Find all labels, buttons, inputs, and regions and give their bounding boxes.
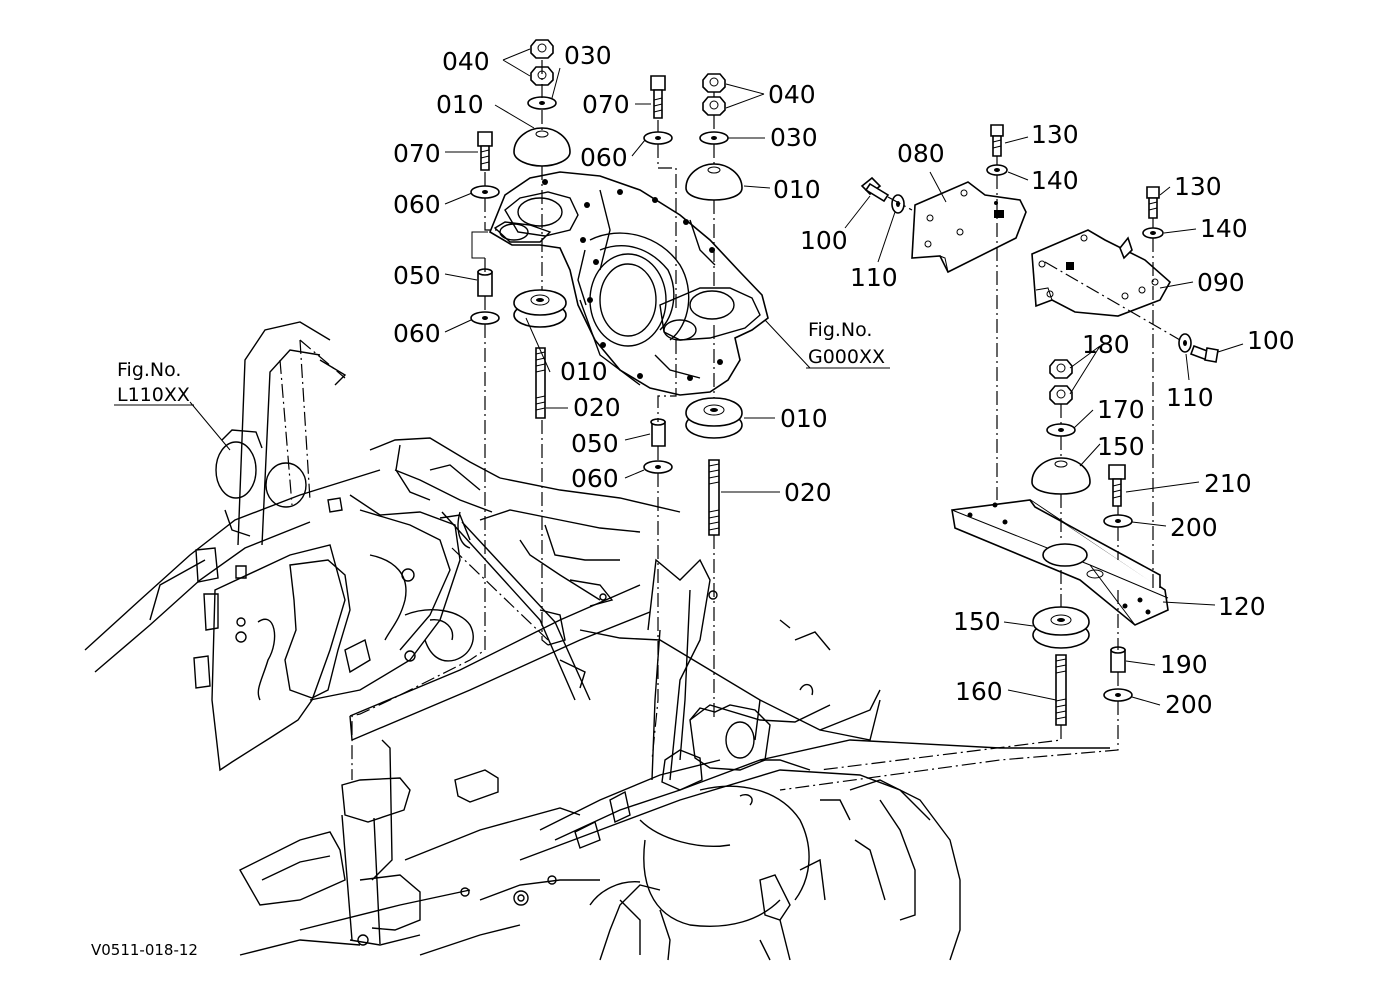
bolt-part	[990, 124, 1004, 157]
fig-ref-label: Fig.No.	[117, 359, 181, 381]
cushion-rubber-part	[685, 397, 743, 439]
callout-010-upper-left: 010	[436, 90, 484, 119]
callout-100-left: 100	[800, 226, 848, 255]
callout-200-upper: 200	[1170, 513, 1218, 542]
cushion-part	[685, 163, 743, 201]
callout-010-left-lower: 010	[560, 357, 608, 386]
callout-150-upper: 150	[1097, 432, 1145, 461]
callout-040-upper-right: 040	[768, 80, 816, 109]
callout-050-center: 050	[571, 429, 619, 458]
callout-080: 080	[897, 139, 945, 168]
callout-140-upper: 140	[1031, 166, 1079, 195]
callout-150-lower: 150	[953, 607, 1001, 636]
callout-110-left: 110	[850, 263, 898, 292]
callout-160: 160	[955, 677, 1003, 706]
bolt-part	[1146, 186, 1160, 219]
callout-040-upper-left: 040	[442, 47, 490, 76]
fig-ref-code: G000XX	[808, 346, 885, 368]
bolt-part	[650, 75, 666, 119]
callout-120: 120	[1218, 592, 1266, 621]
cushion-part	[1031, 457, 1091, 495]
callout-130-right: 130	[1174, 172, 1222, 201]
flywheel-housing-drawing	[488, 171, 769, 396]
cushion-part	[513, 127, 571, 167]
cushion-rubber-part	[513, 289, 567, 328]
figure-reference-g000xx: Fig.No. G000XX	[806, 319, 890, 369]
fig-ref-code: L110XX	[117, 384, 190, 406]
nut-part	[530, 39, 554, 86]
bracket-080-part	[911, 181, 1027, 274]
stud-bolt-part	[535, 347, 546, 419]
callout-140-right: 140	[1200, 214, 1248, 243]
callout-210: 210	[1204, 469, 1252, 498]
cushion-rubber-part	[1032, 606, 1090, 649]
drawing-code: V0511-018-12	[91, 941, 198, 959]
callout-200-lower: 200	[1165, 690, 1213, 719]
assembly-centerlines	[351, 60, 1181, 791]
bracket-090-part	[1031, 229, 1172, 317]
callout-060-center-lower: 060	[571, 464, 619, 493]
callout-090: 090	[1197, 268, 1245, 297]
exploded-parts	[470, 39, 1219, 726]
callout-060-center: 060	[580, 143, 628, 172]
callout-110-right: 110	[1166, 383, 1214, 412]
bolt-part	[477, 131, 493, 171]
callout-020-right: 020	[784, 478, 832, 507]
callout-030-upper-right: 030	[770, 123, 818, 152]
callout-030-upper-left: 030	[564, 41, 612, 70]
callout-100-right: 100	[1247, 326, 1295, 355]
callout-070-center: 070	[582, 90, 630, 119]
fig-ref-label: Fig.No.	[808, 319, 872, 341]
callout-060-left-lower: 060	[393, 319, 441, 348]
stud-bolt-part	[1055, 654, 1067, 726]
callout-010-upper-right: 010	[773, 175, 821, 204]
figure-reference-l110xx: Fig.No. L110XX	[114, 359, 194, 406]
callout-010-right-lower: 010	[780, 404, 828, 433]
callout-190: 190	[1160, 650, 1208, 679]
mount-plate-120-part	[951, 499, 1169, 626]
callout-130-upper: 130	[1031, 120, 1079, 149]
nut-part	[702, 73, 726, 116]
callout-050-left: 050	[393, 261, 441, 290]
stud-bolt-part	[708, 459, 720, 536]
callout-180: 180	[1082, 330, 1130, 359]
callout-020-left: 020	[573, 393, 621, 422]
callout-060-left: 060	[393, 190, 441, 219]
chassis-frame-drawing	[84, 321, 1110, 961]
callout-170: 170	[1097, 395, 1145, 424]
bolt-part	[1108, 464, 1126, 507]
bolt-part	[1189, 344, 1219, 363]
bolt-part	[860, 176, 890, 203]
leader-lines	[189, 48, 1244, 706]
callout-labels: 040 030 010 070 060 050 060 010 020 070 …	[393, 41, 1295, 719]
callout-070-left: 070	[393, 139, 441, 168]
nut-part	[1049, 359, 1073, 405]
